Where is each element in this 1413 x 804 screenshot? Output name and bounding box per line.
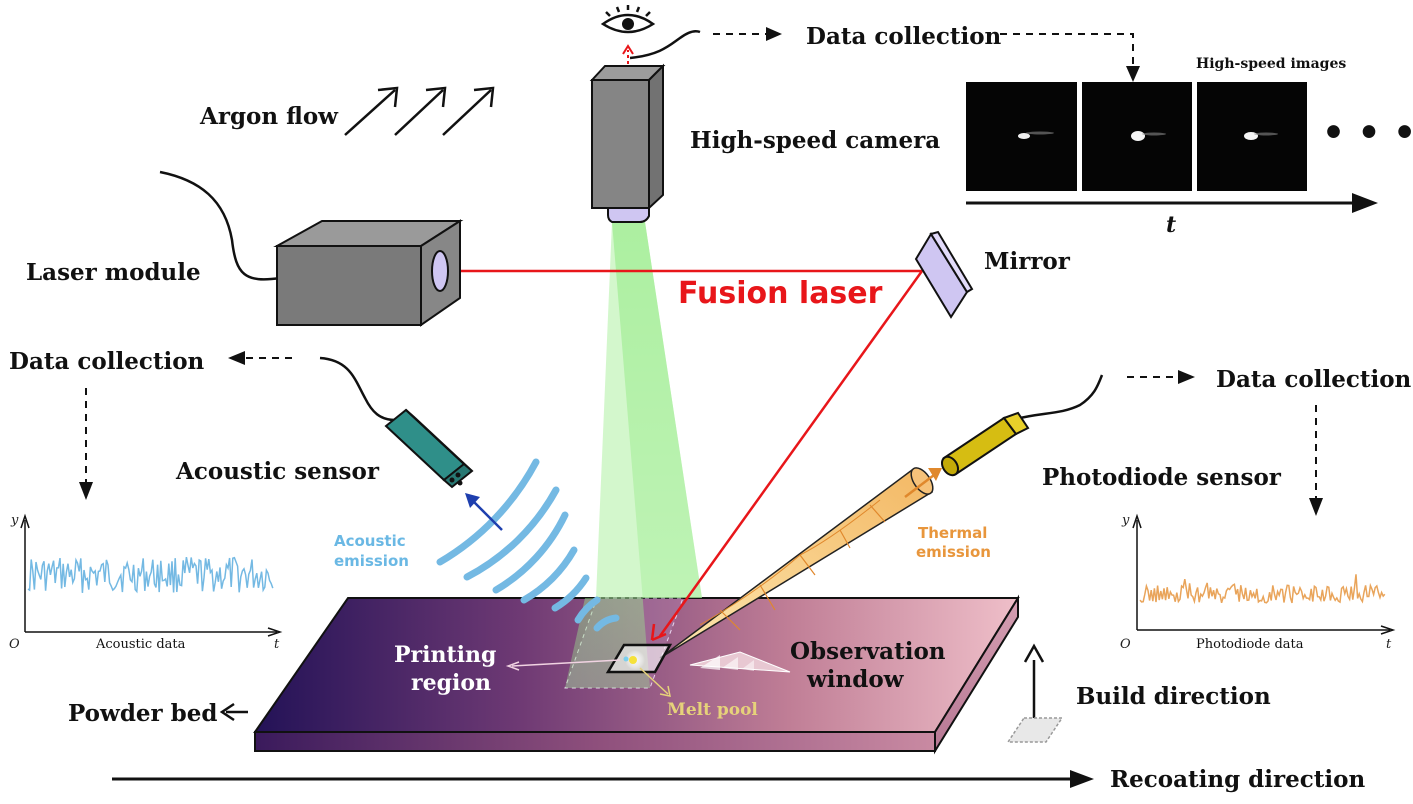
acoustic-sensor bbox=[319, 356, 474, 489]
high-speed-images-label: High-speed images bbox=[1196, 56, 1346, 72]
data-collection-right-label: Data collection bbox=[1216, 366, 1412, 393]
left-data-flow bbox=[79, 351, 292, 500]
observation-window-label-2: window bbox=[806, 666, 905, 693]
photodiode-signal-line bbox=[1139, 574, 1386, 605]
photodiode-x-label: t bbox=[1386, 637, 1392, 652]
eye-icon bbox=[600, 5, 656, 34]
laser-module-label: Laser module bbox=[26, 259, 201, 286]
melt-pool-label: Melt pool bbox=[667, 700, 758, 720]
acoustic-x-label: t bbox=[274, 637, 280, 652]
thermal-emission-label-2: emission bbox=[916, 543, 991, 561]
acoustic-plot-title: Acoustic data bbox=[95, 637, 186, 652]
mirror bbox=[914, 230, 974, 319]
observation-window-marks bbox=[689, 651, 791, 673]
acoustic-emission-label-2: emission bbox=[334, 552, 409, 570]
frame-1-spot bbox=[1018, 133, 1030, 139]
mirror-label: Mirror bbox=[984, 248, 1071, 275]
argon-flow-label: Argon flow bbox=[199, 103, 339, 130]
photodiode-origin-label: O bbox=[1120, 637, 1131, 652]
high-speed-image-frames bbox=[966, 82, 1307, 191]
photodiode-data-plot bbox=[1132, 513, 1396, 635]
thermal-emission-cone bbox=[659, 467, 942, 659]
camera-beam bbox=[596, 222, 702, 598]
printing-region-label-1: Printing bbox=[394, 642, 496, 668]
melt-pool-area bbox=[605, 643, 673, 674]
photodiode-y-label: y bbox=[1121, 513, 1130, 528]
argon-flow-arrows bbox=[344, 86, 495, 136]
acoustic-origin-label: O bbox=[9, 637, 20, 652]
printing-region-pointer bbox=[511, 659, 621, 667]
fusion-laser-label: Fusion laser bbox=[678, 276, 883, 311]
photodiode-plot-title: Photodiode data bbox=[1196, 637, 1304, 652]
acoustic-waves bbox=[436, 458, 620, 632]
acoustic-emission-label-1: Acoustic bbox=[334, 532, 406, 550]
acoustic-data-plot bbox=[20, 513, 283, 637]
laser-module bbox=[159, 170, 464, 327]
recoating-direction-label: Recoating direction bbox=[1110, 766, 1365, 793]
frame-2-spot bbox=[1131, 131, 1145, 141]
acoustic-y-label: y bbox=[10, 513, 19, 528]
more-frames-ellipsis: • • • bbox=[1322, 112, 1413, 154]
printing-region-label-2: region bbox=[411, 670, 491, 696]
powder-bed-label: Powder bed bbox=[68, 700, 217, 727]
observation-window-label-1: Observation bbox=[790, 638, 946, 665]
acoustic-signal-line bbox=[27, 556, 274, 594]
right-data-flow bbox=[1127, 370, 1323, 516]
thermal-emission-label-1: Thermal bbox=[918, 524, 987, 542]
powder-bed-arrow bbox=[219, 702, 248, 722]
acoustic-sensor-label: Acoustic sensor bbox=[175, 458, 380, 485]
photodiode-sensor-label: Photodiode sensor bbox=[1042, 464, 1282, 491]
photodiode-sensor bbox=[940, 374, 1104, 477]
recoating-arrow bbox=[112, 770, 1094, 788]
data-collection-top-label: Data collection bbox=[806, 23, 1002, 50]
top-data-flow bbox=[713, 27, 1140, 82]
time-axis-arrow bbox=[966, 193, 1378, 213]
fusion-laser-beam bbox=[440, 269, 924, 642]
time-axis-label: t bbox=[1166, 212, 1176, 238]
high-speed-camera-label: High-speed camera bbox=[690, 127, 940, 154]
build-direction-arrow bbox=[1006, 643, 1064, 743]
melt-pool-pointer bbox=[639, 667, 669, 695]
high-speed-camera bbox=[589, 30, 701, 223]
acoustic-direction-arrow bbox=[465, 493, 503, 531]
data-collection-left-label: Data collection bbox=[9, 348, 205, 375]
build-direction-label: Build direction bbox=[1076, 683, 1271, 710]
